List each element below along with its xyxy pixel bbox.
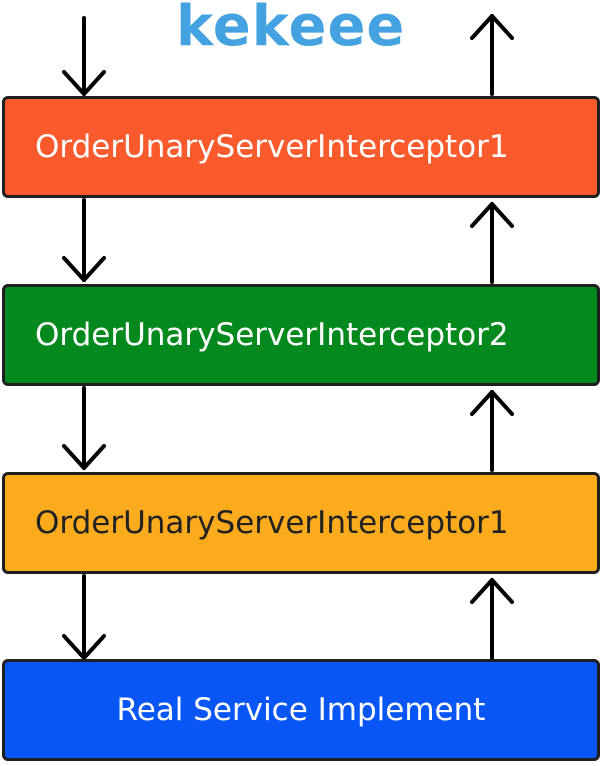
down-arrow-into-service: [62, 574, 106, 660]
real-service-label: Real Service Implement: [116, 692, 486, 728]
interceptor-2-box: OrderUnaryServerInterceptor2: [2, 284, 600, 386]
watermark-logo: kekeee: [176, 0, 406, 59]
interceptor-1-label: OrderUnaryServerInterceptor1: [35, 129, 509, 165]
down-arrow-into-interceptor-1: [62, 16, 106, 96]
down-arrow-into-interceptor-2: [62, 198, 106, 282]
up-arrow-out-of-service: [470, 578, 514, 660]
interceptor-3-box: OrderUnaryServerInterceptor1: [2, 472, 600, 574]
real-service-box: Real Service Implement: [2, 659, 600, 761]
up-arrow-out-of-interceptor-3: [470, 390, 514, 472]
interceptor-2-label: OrderUnaryServerInterceptor2: [35, 317, 509, 353]
interceptor-1-box: OrderUnaryServerInterceptor1: [2, 96, 600, 198]
up-arrow-out-of-interceptor-1: [470, 14, 514, 96]
interceptor-3-label: OrderUnaryServerInterceptor1: [35, 505, 509, 541]
down-arrow-into-interceptor-3: [62, 386, 106, 470]
up-arrow-out-of-interceptor-2: [470, 202, 514, 284]
